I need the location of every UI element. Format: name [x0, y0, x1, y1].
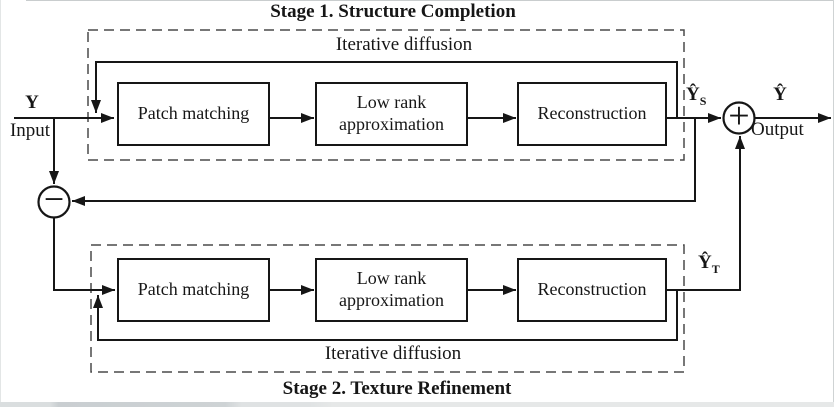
plus-icon: + [728, 95, 749, 137]
stage1-title: Stage 1. Structure Completion [270, 1, 516, 22]
stage2-loop-label: Iterative diffusion [324, 343, 462, 364]
input-symbol-label: Y [25, 92, 39, 113]
stage2-reconstruction-box: Reconstruction [517, 258, 667, 322]
minus-icon: − [44, 179, 64, 219]
sum-node-circle [722, 101, 756, 135]
input-label: Input [9, 120, 51, 141]
stage1-output-subscript: S [699, 93, 707, 108]
arrow-stage2-diffusion-loop [93, 290, 678, 341]
arrow-stage1-diffusion-loop [91, 61, 678, 117]
stage2-dashed-boundary [90, 244, 685, 373]
arrow-feedback-to-difference [72, 118, 696, 206]
stage1-loop-label: Iterative diffusion [335, 34, 473, 55]
stage2-patch-matching-box: Patch matching [117, 258, 270, 322]
stage2-title: Stage 2. Texture Refinement [282, 378, 512, 399]
stage2-output-signal-label: ŶT [698, 252, 720, 276]
stage2-output-symbol: Ŷ [698, 252, 712, 273]
arrow-stage2-output-to-sum [667, 136, 745, 291]
screenshot-bottom-strip [0, 402, 834, 407]
stage1-output-signal-label: ŶS [686, 84, 707, 108]
stage1-low-rank-approximation-box: Low rank approximation [315, 82, 468, 146]
screenshot-top-edge [26, 0, 834, 1]
stage1-patch-matching-box: Patch matching [117, 82, 270, 146]
stage2-low-rank-approximation-box: Low rank approximation [315, 258, 468, 322]
stage1-reconstruction-box: Reconstruction [517, 82, 667, 146]
difference-node-circle [37, 185, 71, 219]
arrow-difference-to-stage2 [53, 218, 115, 295]
output-symbol-label: Ŷ [773, 84, 787, 105]
screenshot-left-edge [0, 0, 1, 407]
stage1-output-symbol: Ŷ [686, 84, 700, 105]
stage1-dashed-boundary [87, 29, 685, 161]
output-label: Output [751, 119, 804, 140]
stage2-output-subscript: T [711, 261, 720, 276]
